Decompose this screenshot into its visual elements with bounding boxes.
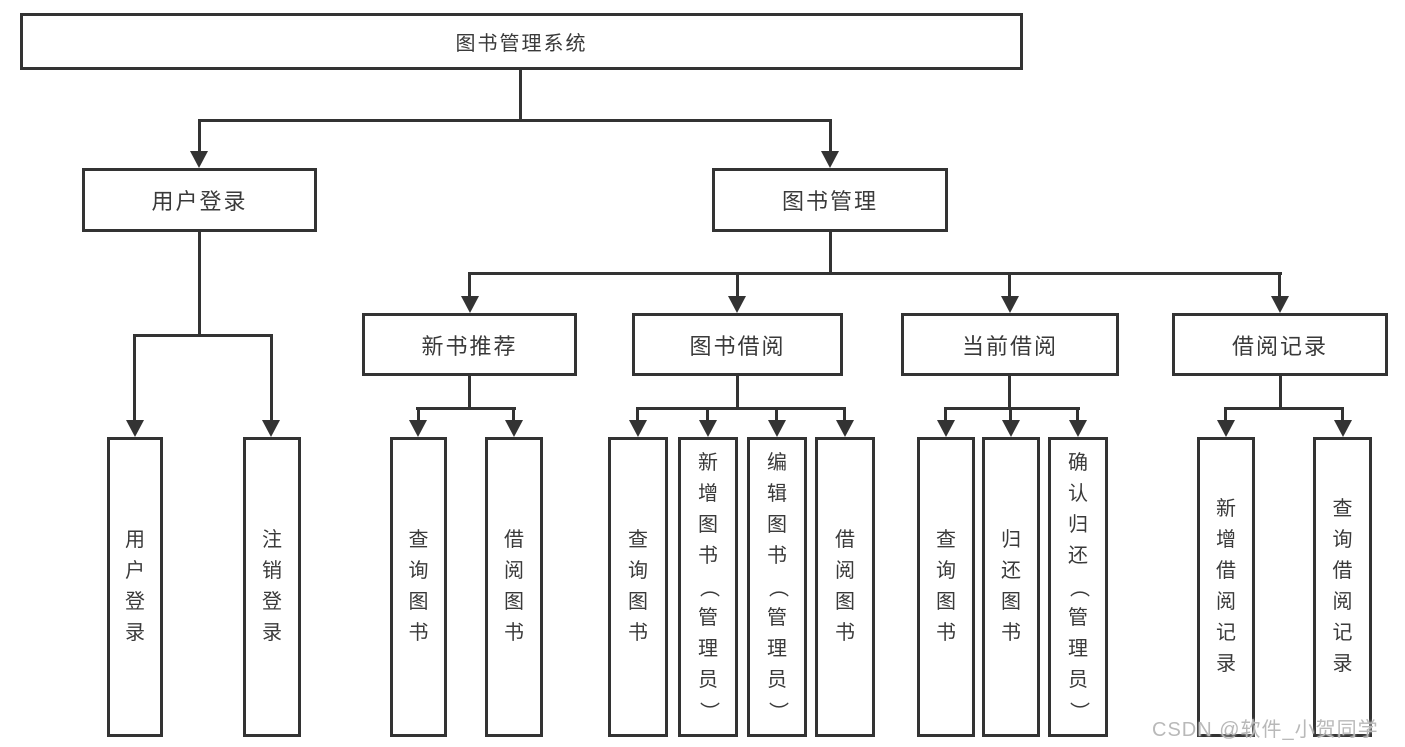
connector-line [133, 334, 136, 421]
leaf-edit-books-admin-label: 编辑图书（管理员） [766, 451, 789, 722]
leaf-return-books-label: 归还图书 [1001, 529, 1021, 644]
connector-line [198, 119, 832, 122]
connector-line [944, 407, 947, 421]
connector-line [829, 232, 832, 275]
leaf-confirm-return-admin: 确认归还（管理员） [1048, 437, 1108, 737]
connector-line [198, 232, 201, 337]
node-user-login: 用户登录 [82, 168, 317, 232]
connector-line [1076, 407, 1079, 421]
node-root-label: 图书管理系统 [455, 33, 588, 55]
node-borrow-records-label: 借阅记录 [1231, 333, 1328, 359]
arrow-down-icon [1001, 296, 1019, 313]
arrow-down-icon [262, 420, 280, 437]
node-current-borrow-label: 当前借阅 [961, 333, 1058, 359]
arrow-down-icon [1002, 420, 1020, 437]
connector-line [512, 407, 515, 421]
connector-line [1341, 407, 1344, 421]
leaf-add-books-admin: 新增图书（管理员） [678, 437, 738, 737]
connector-line [636, 407, 639, 421]
leaf-borrow-books-recommend: 借阅图书 [485, 437, 543, 737]
node-book-management: 图书管理 [712, 168, 948, 232]
node-new-book-recommend: 新书推荐 [362, 313, 577, 376]
node-current-borrow: 当前借阅 [901, 313, 1119, 376]
connector-line [1008, 376, 1011, 410]
leaf-borrow-books: 借阅图书 [815, 437, 875, 737]
arrow-down-icon [768, 420, 786, 437]
arrow-down-icon [699, 420, 717, 437]
arrow-down-icon [1217, 420, 1235, 437]
leaf-edit-books-admin: 编辑图书（管理员） [747, 437, 807, 737]
leaf-query-books-current-label: 查询图书 [936, 529, 956, 644]
connector-line [417, 407, 420, 421]
connector-line [706, 407, 709, 421]
connector-line [133, 334, 273, 337]
connector-line [736, 376, 739, 410]
connector-line [468, 376, 471, 410]
arrow-down-icon [728, 296, 746, 313]
connector-line [1224, 407, 1344, 410]
leaf-user-login-label: 用户登录 [125, 529, 145, 644]
csdn-watermark: CSDN @软件_小贺同学 [1152, 719, 1379, 741]
node-user-login-label: 用户登录 [151, 189, 248, 214]
leaf-query-books-current: 查询图书 [917, 437, 975, 737]
connector-line [468, 272, 471, 297]
arrow-down-icon [629, 420, 647, 437]
connector-line [416, 407, 516, 410]
arrow-down-icon [1069, 420, 1087, 437]
connector-line [270, 334, 273, 421]
arrow-down-icon [126, 420, 144, 437]
leaf-borrow-books-recommend-label: 借阅图书 [504, 529, 524, 644]
node-book-borrow-label: 图书借阅 [689, 333, 786, 359]
arrow-down-icon [505, 420, 523, 437]
node-new-book-recommend-label: 新书推荐 [421, 333, 518, 359]
connector-line [944, 407, 1080, 410]
node-root: 图书管理系统 [20, 13, 1023, 70]
leaf-user-login: 用户登录 [107, 437, 163, 737]
arrow-down-icon [409, 420, 427, 437]
leaf-query-borrow-record: 查询借阅记录 [1313, 437, 1372, 737]
connector-line [468, 272, 1282, 275]
leaf-query-books-borrow-label: 查询图书 [628, 529, 648, 644]
connector-line [1224, 407, 1227, 421]
connector-line [1009, 407, 1012, 421]
connector-line [829, 119, 832, 152]
connector-line [198, 119, 201, 152]
connector-line [519, 70, 522, 120]
node-book-management-label: 图书管理 [781, 189, 878, 214]
arrow-down-icon [1334, 420, 1352, 437]
leaf-borrow-books-label: 借阅图书 [835, 529, 855, 644]
node-book-borrow: 图书借阅 [632, 313, 843, 376]
connector-line [1008, 272, 1011, 297]
arrow-down-icon [190, 151, 208, 168]
leaf-return-books: 归还图书 [982, 437, 1040, 737]
connector-line [1278, 272, 1281, 297]
arrow-down-icon [836, 420, 854, 437]
leaf-query-books-borrow: 查询图书 [608, 437, 668, 737]
arrow-down-icon [1271, 296, 1289, 313]
leaf-add-books-admin-label: 新增图书（管理员） [697, 451, 720, 722]
leaf-query-books-recommend: 查询图书 [390, 437, 447, 737]
node-borrow-records: 借阅记录 [1172, 313, 1388, 376]
leaf-confirm-return-admin-label: 确认归还（管理员） [1067, 451, 1090, 722]
leaf-query-books-recommend-label: 查询图书 [408, 529, 429, 644]
arrow-down-icon [821, 151, 839, 168]
connector-line [775, 407, 778, 421]
leaf-logout: 注销登录 [243, 437, 301, 737]
leaf-logout-label: 注销登录 [262, 529, 282, 644]
leaf-add-borrow-record-label: 新增借阅记录 [1216, 498, 1236, 675]
arrow-down-icon [461, 296, 479, 313]
leaf-add-borrow-record: 新增借阅记录 [1197, 437, 1255, 737]
leaf-query-borrow-record-label: 查询借阅记录 [1332, 498, 1353, 675]
connector-line [843, 407, 846, 421]
connector-line [736, 272, 739, 297]
connector-line [636, 407, 846, 410]
connector-line [1279, 376, 1282, 410]
arrow-down-icon [937, 420, 955, 437]
